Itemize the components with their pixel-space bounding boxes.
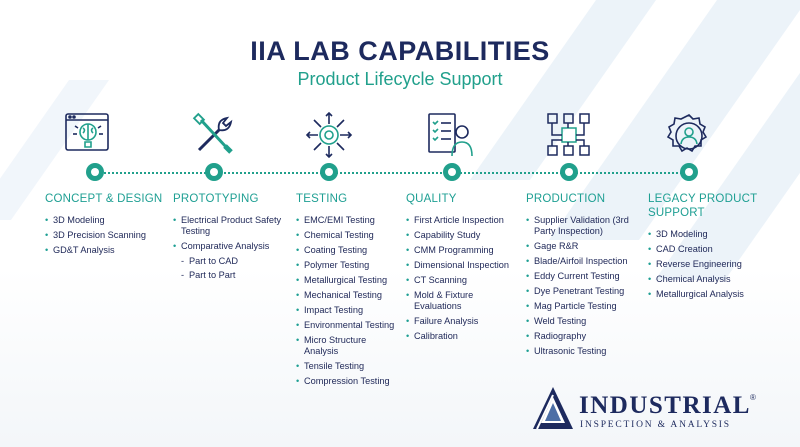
list-item: Metallurgical Testing bbox=[296, 275, 404, 286]
timeline-node bbox=[86, 163, 104, 181]
stage-title: PRODUCTION bbox=[526, 193, 606, 205]
page-title: IIA LAB CAPABILITIES bbox=[250, 36, 550, 66]
stage-title: TESTING bbox=[296, 193, 348, 205]
page-subtitle: Product Lifecycle Support bbox=[297, 69, 503, 89]
list-item: 3D Precision Scanning bbox=[45, 230, 167, 241]
list-item: CT Scanning bbox=[406, 275, 522, 286]
timeline-node bbox=[205, 163, 223, 181]
list-item: Mag Particle Testing bbox=[526, 301, 644, 312]
logo-name: INDUSTRIAL bbox=[579, 392, 751, 419]
stage-quality: QUALITY First Article Inspection Capabil… bbox=[406, 192, 522, 346]
brain-screen-icon bbox=[63, 110, 113, 160]
list-item: Tensile Testing bbox=[296, 361, 404, 372]
list-item: Chemical Analysis bbox=[648, 274, 768, 285]
stage-production: PRODUCTION Supplier Validation (3rd Part… bbox=[526, 192, 644, 361]
timeline-line bbox=[96, 172, 690, 174]
list-item: CAD Creation bbox=[648, 244, 768, 255]
list-item: Compression Testing bbox=[296, 376, 404, 387]
list-item: Calibration bbox=[406, 331, 522, 342]
sub-list-item: Part to CAD bbox=[181, 256, 285, 267]
logo-mark-icon bbox=[533, 387, 573, 430]
list-item: Comparative Analysis Part to CAD Part to… bbox=[173, 241, 285, 281]
inspector-checklist-icon bbox=[425, 110, 475, 160]
list-item: Environmental Testing bbox=[296, 320, 404, 331]
gear-arrows-icon bbox=[304, 110, 354, 160]
list-item: CMM Programming bbox=[406, 245, 522, 256]
timeline-node bbox=[680, 163, 698, 181]
list-item: Dimensional Inspection bbox=[406, 260, 522, 271]
list-item: Chemical Testing bbox=[296, 230, 404, 241]
list-item: Impact Testing bbox=[296, 305, 404, 316]
list-item: Metallurgical Analysis bbox=[648, 289, 768, 300]
logo-registered-mark: ® bbox=[750, 393, 756, 402]
list-item: First Article Inspection bbox=[406, 215, 522, 226]
gear-person-icon bbox=[664, 110, 714, 160]
list-item-label: Comparative Analysis bbox=[181, 241, 270, 251]
list-item: Coating Testing bbox=[296, 245, 404, 256]
stage-title: PROTOTYPING bbox=[173, 193, 259, 205]
stage-prototyping: PROTOTYPING Electrical Product Safety Te… bbox=[173, 192, 285, 285]
list-item: Weld Testing bbox=[526, 316, 644, 327]
list-item: Supplier Validation (3rd Party Inspectio… bbox=[526, 215, 630, 237]
sub-list-item: Part to Part bbox=[181, 270, 285, 281]
timeline-node bbox=[320, 163, 338, 181]
list-item: GD&T Analysis bbox=[45, 245, 167, 256]
production-flow-icon bbox=[544, 110, 594, 160]
list-item: Mechanical Testing bbox=[296, 290, 404, 301]
logo-tagline: INSPECTION & ANALYSIS bbox=[580, 420, 731, 430]
company-logo: INDUSTRIAL ® INSPECTION & ANALYSIS bbox=[531, 385, 761, 435]
sub-list: Part to CAD Part to Part bbox=[181, 256, 285, 281]
list-item: Polymer Testing bbox=[296, 260, 404, 271]
list-item: Electrical Product Safety Testing bbox=[173, 215, 285, 237]
list-item: Radiography bbox=[526, 331, 644, 342]
list-item: Mold & Fixture Evaluations bbox=[406, 290, 496, 312]
list-item: Reverse Engineering bbox=[648, 259, 768, 270]
stage-concept-design: CONCEPT & DESIGN 3D Modeling 3D Precisio… bbox=[45, 192, 167, 260]
list-item: Failure Analysis bbox=[406, 316, 522, 327]
list-item: 3D Modeling bbox=[45, 215, 167, 226]
timeline-node bbox=[443, 163, 461, 181]
tools-icon bbox=[189, 110, 239, 160]
timeline-node bbox=[560, 163, 578, 181]
list-item: Micro Structure Analysis bbox=[296, 335, 368, 357]
list-item: 3D Modeling bbox=[648, 229, 768, 240]
list-item: Capability Study bbox=[406, 230, 522, 241]
list-item: Dye Penetrant Testing bbox=[526, 286, 644, 297]
stage-testing: TESTING EMC/EMI Testing Chemical Testing… bbox=[296, 192, 404, 391]
stage-title: CONCEPT & DESIGN bbox=[45, 193, 163, 205]
stage-title: QUALITY bbox=[406, 193, 457, 205]
list-item: Ultrasonic Testing bbox=[526, 346, 644, 357]
list-item: Blade/Airfoil Inspection bbox=[526, 256, 644, 267]
list-item: EMC/EMI Testing bbox=[296, 215, 404, 226]
stage-title: LEGACY PRODUCT SUPPORT bbox=[648, 193, 758, 219]
stage-legacy-product-support: LEGACY PRODUCT SUPPORT 3D Modeling CAD C… bbox=[648, 192, 768, 304]
list-item: Eddy Current Testing bbox=[526, 271, 644, 282]
list-item: Gage R&R bbox=[526, 241, 644, 252]
